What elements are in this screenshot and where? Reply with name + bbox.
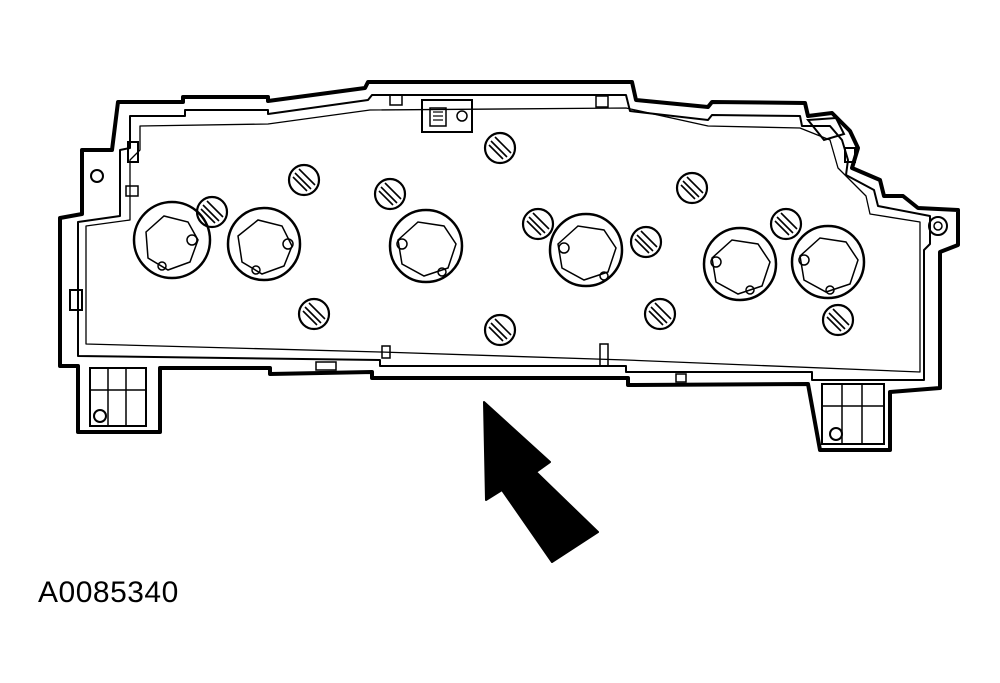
bulb-socket bbox=[643, 297, 677, 331]
connector-tab-top bbox=[389, 94, 609, 133]
arrow-icon bbox=[483, 401, 599, 563]
cluster-housing-outer bbox=[58, 80, 960, 452]
bottom-left-foot bbox=[89, 367, 147, 427]
bottom-edge-notches bbox=[315, 343, 687, 383]
bulb-socket bbox=[195, 195, 229, 229]
cluster-face-inner bbox=[77, 94, 931, 381]
gauge-sockets bbox=[132, 200, 866, 302]
bulb-socket bbox=[483, 131, 517, 165]
bulb-socket bbox=[297, 297, 331, 331]
figure-id-label: A0085340 bbox=[38, 576, 179, 609]
bulb-socket bbox=[675, 171, 709, 205]
gauge-socket-4 bbox=[548, 212, 624, 288]
bulb-socket bbox=[483, 313, 517, 347]
bulb-socket bbox=[821, 303, 855, 337]
bulb-socket bbox=[769, 207, 803, 241]
gauge-socket-2 bbox=[226, 206, 302, 282]
gauge-socket-6 bbox=[790, 224, 866, 300]
cluster-face-panel bbox=[85, 107, 921, 373]
bulb-sockets bbox=[195, 131, 855, 347]
bulb-socket bbox=[521, 207, 555, 241]
bottom-right-foot bbox=[821, 383, 885, 445]
gauge-socket-3 bbox=[388, 208, 464, 284]
gauge-socket-5 bbox=[702, 226, 778, 302]
bulb-socket bbox=[287, 163, 321, 197]
bulb-socket bbox=[373, 177, 407, 211]
gauge-socket-1 bbox=[132, 200, 212, 280]
left-mount-bracket bbox=[69, 141, 139, 311]
bulb-socket bbox=[629, 225, 663, 259]
right-mount-bracket bbox=[806, 116, 948, 236]
